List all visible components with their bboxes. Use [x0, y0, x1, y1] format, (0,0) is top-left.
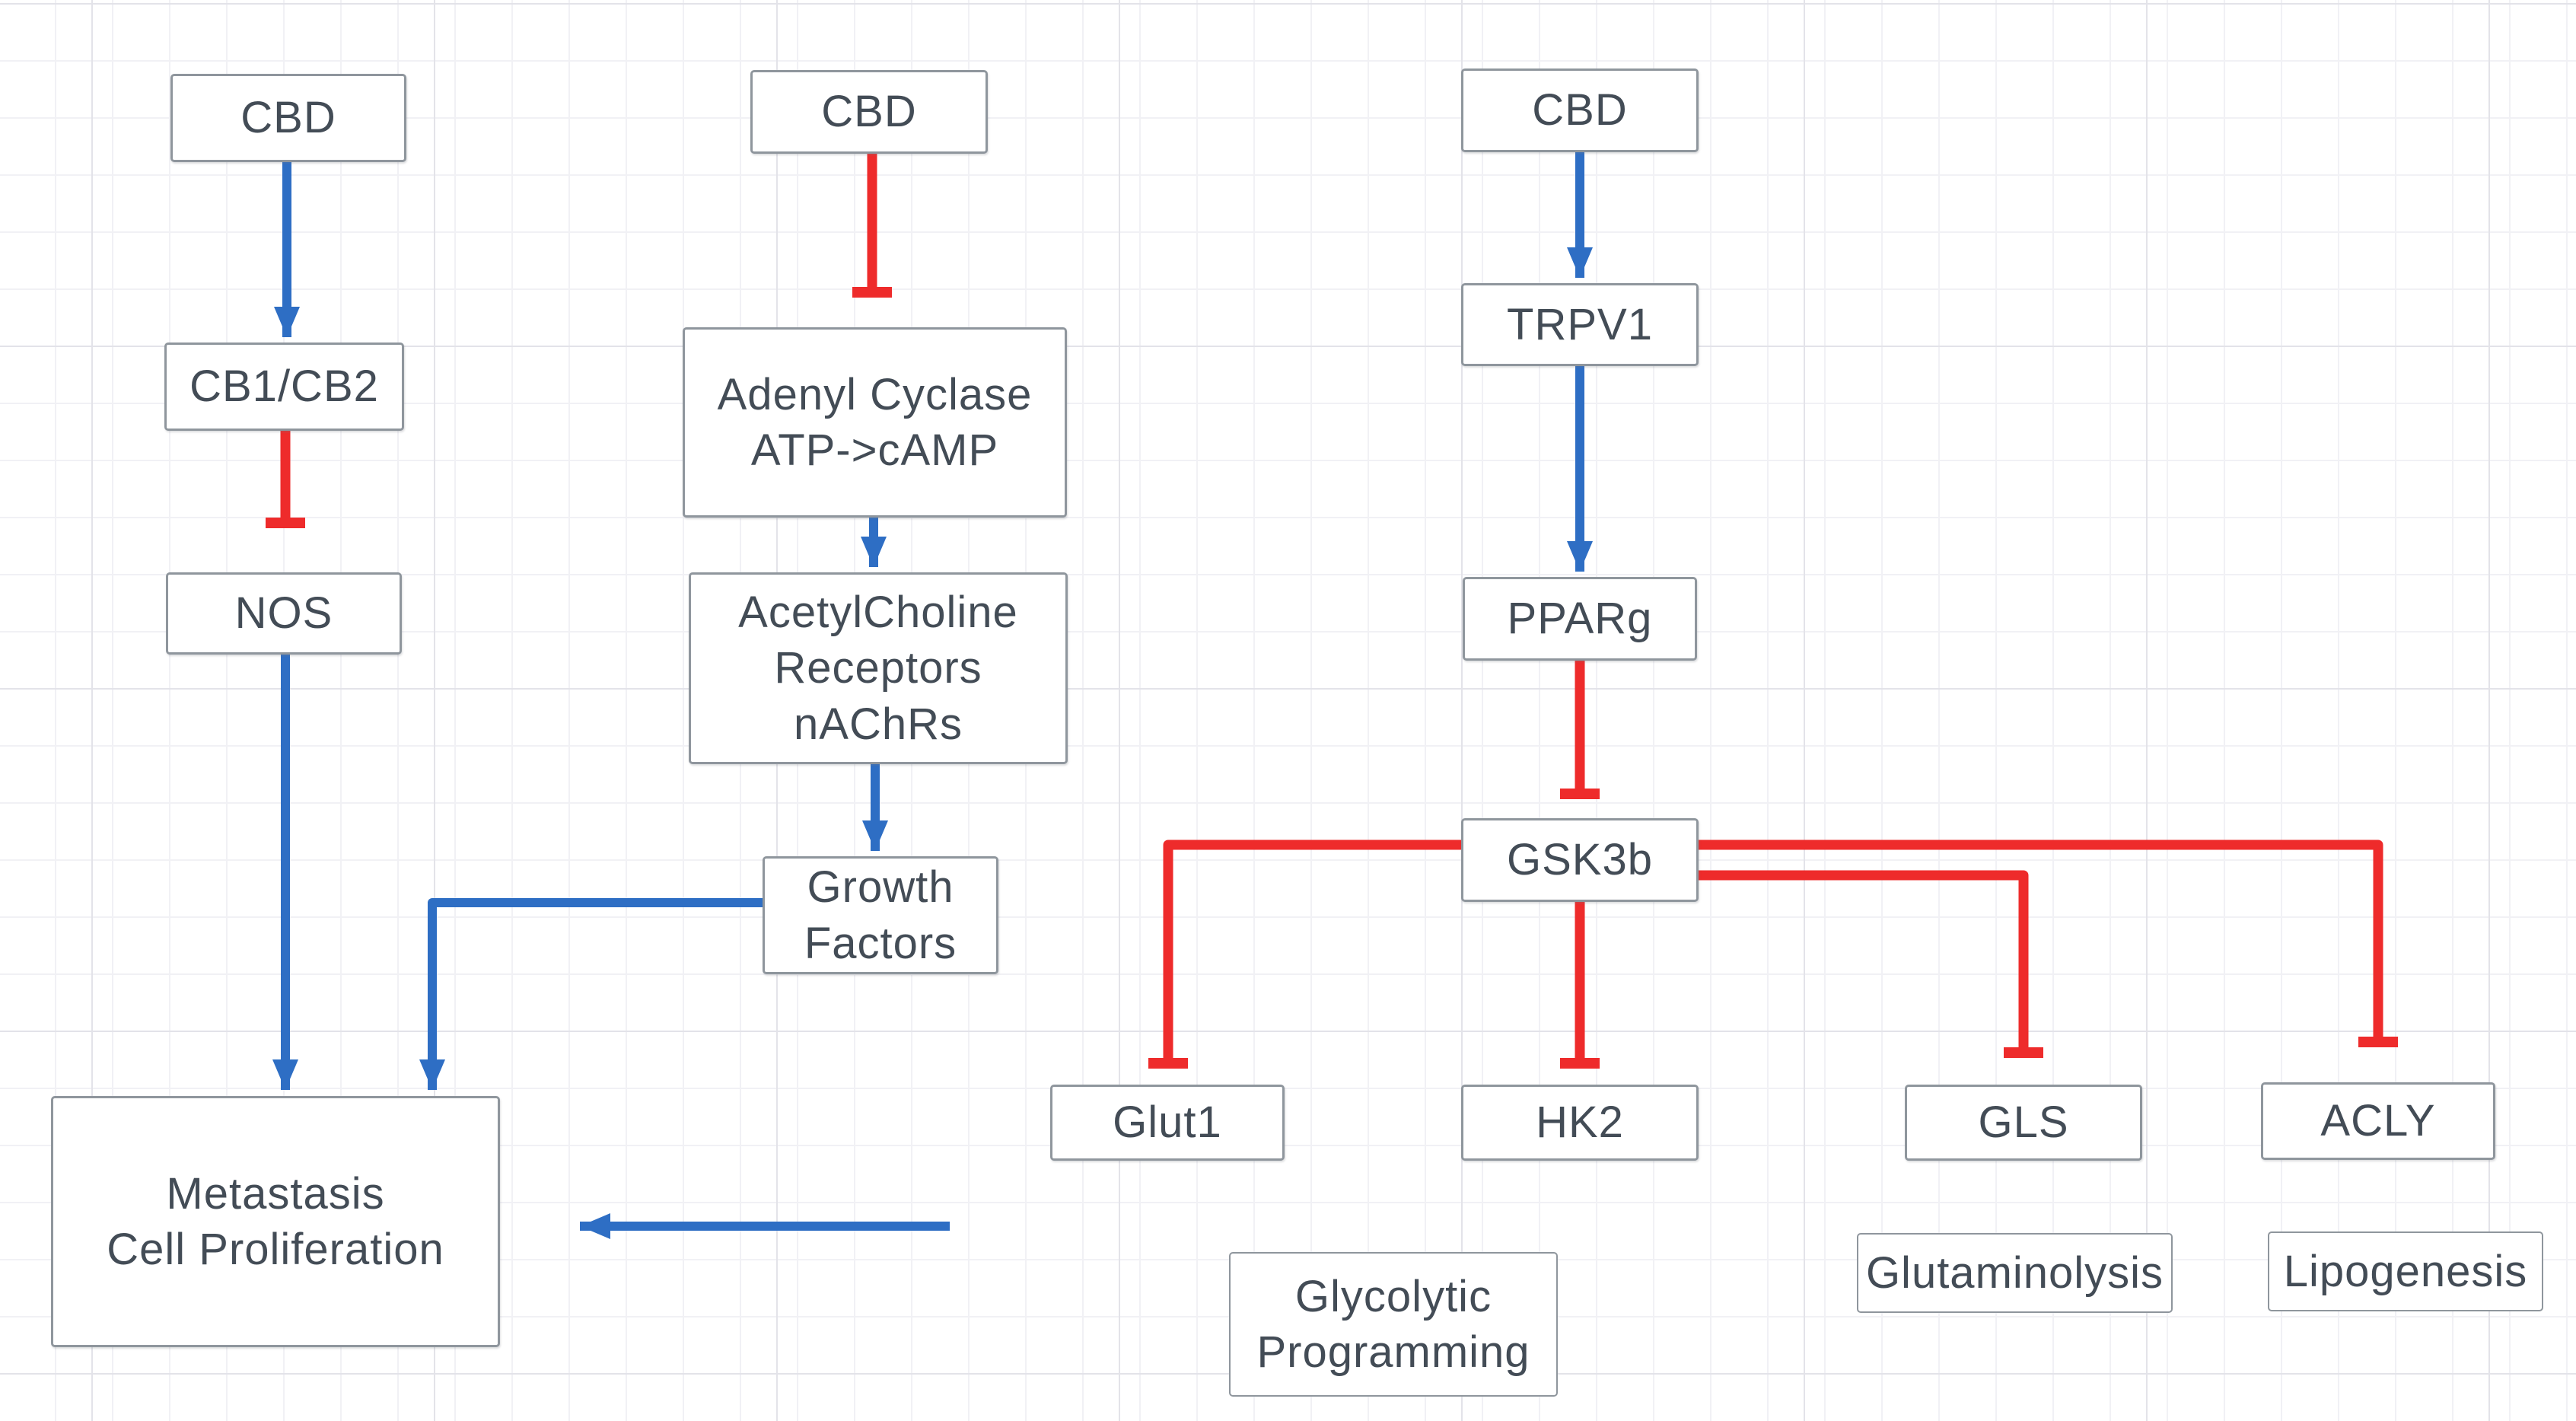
node-gsk3b: GSK3b [1461, 818, 1699, 902]
node-acly: ACLY [2261, 1082, 2495, 1160]
edge-growth-to-metastasis [419, 898, 763, 1090]
edge-gsk3b-to-acly [1699, 840, 2398, 1047]
node-cbd-right: CBD [1461, 69, 1699, 152]
node-adenyl-cyclase: Adenyl Cyclase ATP->cAMP [683, 327, 1067, 518]
node-lipogenesis-label: Lipogenesis [2283, 1246, 2528, 1296]
node-acly-label: ACLY [2320, 1096, 2436, 1146]
node-nos-label: NOS [234, 588, 333, 639]
node-glutaminolysis: Glutaminolysis [1857, 1233, 2173, 1313]
node-pparg: PPARg [1463, 577, 1697, 661]
node-trpv1: TRPV1 [1461, 283, 1699, 366]
node-cbd-right-label: CBD [1532, 85, 1628, 135]
node-glutaminolysis-label: Glutaminolysis [1865, 1247, 2164, 1298]
node-pparg-label: PPARg [1507, 594, 1653, 644]
node-glut1: Glut1 [1050, 1085, 1285, 1161]
node-ach-receptors: AcetylCholine Receptors nAChRs [689, 572, 1068, 764]
node-glycolytic-programming-label: Glycolytic Programming [1256, 1271, 1530, 1377]
node-metastasis: Metastasis Cell Proliferation [51, 1096, 500, 1347]
node-nos: NOS [166, 572, 402, 655]
node-cbd-mid: CBD [750, 70, 988, 154]
node-gsk3b-label: GSK3b [1507, 835, 1653, 885]
node-cb1-cb2: CB1/CB2 [164, 343, 404, 431]
node-trpv1-label: TRPV1 [1507, 299, 1653, 349]
node-glut1-label: Glut1 [1113, 1098, 1222, 1148]
node-glycolytic-programming: Glycolytic Programming [1229, 1252, 1558, 1397]
node-cbd-mid-label: CBD [821, 87, 917, 137]
node-gls-label: GLS [1978, 1098, 2069, 1148]
edge-gsk3b-to-gls [1699, 870, 2043, 1058]
node-cbd-left: CBD [170, 74, 406, 162]
node-cbd-left-label: CBD [240, 93, 336, 143]
node-metastasis-label: Metastasis Cell Proliferation [107, 1168, 444, 1274]
node-ach-receptors-label: AcetylCholine Receptors nAChRs [738, 588, 1018, 749]
node-hk2: HK2 [1461, 1085, 1699, 1161]
node-lipogenesis: Lipogenesis [2268, 1231, 2543, 1311]
node-adenyl-cyclase-label: Adenyl Cyclase ATP->cAMP [717, 369, 1033, 475]
edge-gsk3b-to-glut1 [1148, 840, 1461, 1069]
node-hk2-label: HK2 [1536, 1098, 1624, 1148]
node-growth-factors: Growth Factors [763, 856, 998, 974]
node-gls: GLS [1905, 1085, 2142, 1161]
node-growth-factors-label: Growth Factors [804, 862, 957, 968]
node-cb1-cb2-label: CB1/CB2 [189, 362, 379, 412]
